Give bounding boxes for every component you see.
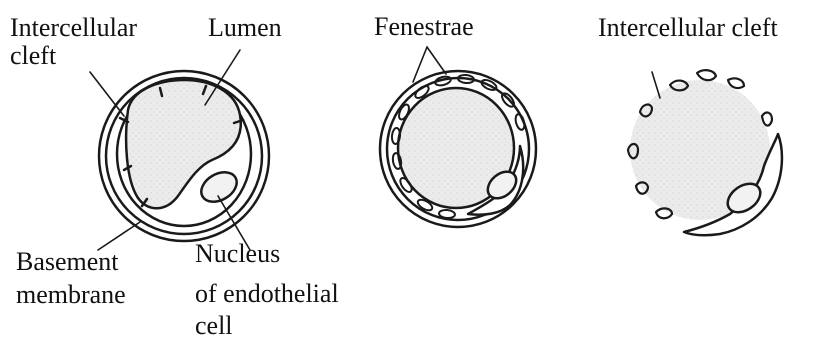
label-basement-membrane-line2: membrane [16,281,126,308]
label-basement-membrane-line1: Basement [16,248,119,275]
leader-lines [652,72,660,98]
label-fenestrae: Fenestrae [374,13,474,40]
label-lumen: Lumen [208,14,282,41]
continuous-capillary [90,50,269,250]
label-nucleus-line3: cell [195,312,233,339]
label-intercellular-cleft-discontinuous: Intercellular cleft [598,14,778,41]
fenestrated-capillary [380,47,536,227]
label-nucleus-line1: Nucleus [195,240,280,267]
label-intercellular-cleft-line2: cleft [10,42,56,69]
label-nucleus-line2: of endothelial [195,280,339,307]
discontinuous-capillary [628,70,782,235]
label-intercellular-cleft-line1: Intercellular [10,14,137,41]
